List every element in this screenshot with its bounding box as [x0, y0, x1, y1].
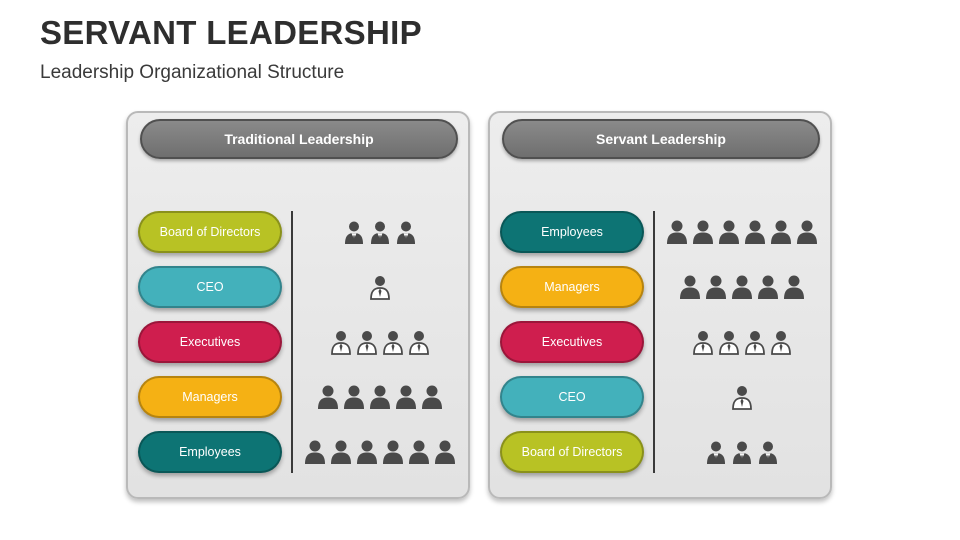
executive-icon — [743, 329, 767, 355]
executive-icon — [691, 329, 715, 355]
level-pill: CEO — [500, 376, 644, 418]
businessman-icon — [368, 219, 392, 245]
panel-header: Servant Leadership — [502, 119, 820, 159]
servant-leadership-panel: Servant Leadership Employees Managers Ex… — [488, 111, 832, 499]
level-pill: Executives — [500, 321, 644, 363]
people-group — [300, 211, 460, 253]
businessman-icon — [756, 439, 780, 465]
level-pill: CEO — [138, 266, 282, 308]
businessman-icon — [342, 219, 366, 245]
executive-icon — [381, 329, 405, 355]
executive-icon — [717, 329, 741, 355]
person-icon — [329, 439, 353, 465]
level-pill: Executives — [138, 321, 282, 363]
person-icon — [394, 384, 418, 410]
person-icon — [420, 384, 444, 410]
page-title: SERVANT LEADERSHIP — [40, 14, 422, 51]
traditional-leadership-panel: Traditional Leadership Board of Director… — [126, 111, 470, 499]
businessman-icon — [704, 439, 728, 465]
hierarchy-row: CEO — [490, 376, 830, 420]
hierarchy-row: Employees — [128, 431, 468, 475]
person-icon — [303, 439, 327, 465]
person-icon — [704, 274, 728, 300]
executive-icon — [407, 329, 431, 355]
person-icon — [368, 384, 392, 410]
level-pill: Board of Directors — [500, 431, 644, 473]
person-icon — [717, 219, 741, 245]
people-group — [300, 376, 460, 418]
person-icon — [678, 274, 702, 300]
hierarchy-row: Managers — [490, 266, 830, 310]
executive-icon — [730, 384, 754, 410]
people-group — [300, 321, 460, 363]
hierarchy-row: Board of Directors — [490, 431, 830, 475]
people-group — [300, 266, 460, 308]
people-group — [662, 211, 822, 253]
people-group — [662, 376, 822, 418]
executive-icon — [769, 329, 793, 355]
executive-icon — [355, 329, 379, 355]
businessman-icon — [730, 439, 754, 465]
hierarchy-row: Executives — [490, 321, 830, 365]
hierarchy-row: Board of Directors — [128, 211, 468, 255]
person-icon — [795, 219, 819, 245]
person-icon — [433, 439, 457, 465]
person-icon — [756, 274, 780, 300]
people-group — [662, 321, 822, 363]
page-subtitle: Leadership Organizational Structure — [40, 62, 345, 83]
person-icon — [769, 219, 793, 245]
hierarchy-row: Employees — [490, 211, 830, 255]
person-icon — [316, 384, 340, 410]
people-group — [300, 431, 460, 473]
executive-icon — [368, 274, 392, 300]
level-pill: Board of Directors — [138, 211, 282, 253]
divider-line — [653, 211, 655, 473]
executive-icon — [329, 329, 353, 355]
hierarchy-row: Managers — [128, 376, 468, 420]
hierarchy-row: Executives — [128, 321, 468, 365]
panel-header: Traditional Leadership — [140, 119, 458, 159]
level-pill: Employees — [138, 431, 282, 473]
person-icon — [782, 274, 806, 300]
person-icon — [743, 219, 767, 245]
people-group — [662, 431, 822, 473]
person-icon — [381, 439, 405, 465]
level-pill: Employees — [500, 211, 644, 253]
businessman-icon — [394, 219, 418, 245]
person-icon — [730, 274, 754, 300]
people-group — [662, 266, 822, 308]
level-pill: Managers — [500, 266, 644, 308]
level-pill: Managers — [138, 376, 282, 418]
person-icon — [691, 219, 715, 245]
person-icon — [665, 219, 689, 245]
person-icon — [407, 439, 431, 465]
divider-line — [291, 211, 293, 473]
hierarchy-row: CEO — [128, 266, 468, 310]
person-icon — [342, 384, 366, 410]
person-icon — [355, 439, 379, 465]
